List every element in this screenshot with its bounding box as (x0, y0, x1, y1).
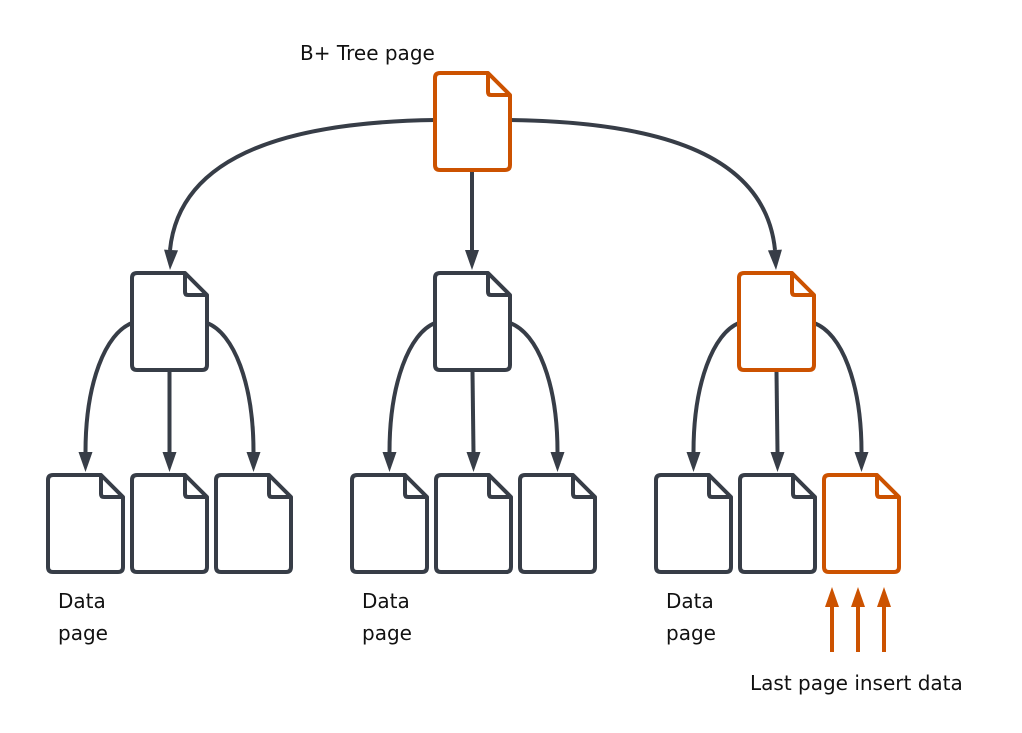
edge-mid-left-leaf-1 (83, 321, 133, 453)
edge-mid-right-leaf-7 (691, 321, 740, 453)
data-page-label-center: Data page (362, 589, 412, 645)
page-fold-icon (183, 273, 207, 297)
edge-root-mid-left (168, 118, 436, 251)
arrow-head-icon (78, 452, 93, 472)
insert-arrow-up-icon (825, 587, 839, 607)
data-page-label-line2: page (666, 621, 716, 645)
bplus-tree-page-root (433, 71, 512, 172)
pages (46, 71, 901, 574)
page-icon (350, 473, 429, 574)
arrow-head-icon (854, 452, 869, 472)
data-page-label-left: Data page (58, 589, 108, 645)
arrow-head-icon (246, 452, 261, 472)
index-page-mid-center (433, 271, 512, 372)
page-icon (738, 473, 817, 574)
data-page-label-right: Data page (666, 589, 716, 645)
page-fold-icon (571, 475, 595, 499)
page-icon (433, 71, 512, 172)
page-icon (434, 473, 513, 574)
page-fold-icon (486, 73, 510, 97)
data-page-leaf-5 (434, 473, 513, 574)
edge-root-mid-right (509, 118, 777, 251)
page-icon (214, 473, 293, 574)
data-page-label-line1: Data (58, 589, 106, 613)
data-page-leaf-9 (822, 473, 901, 574)
page-fold-icon (875, 475, 899, 499)
arrow-head-icon (767, 249, 782, 270)
data-page-leaf-3 (214, 473, 293, 574)
index-page-mid-left (130, 271, 209, 372)
page-fold-icon (486, 273, 510, 297)
insert-arrows (825, 587, 891, 652)
data-page-label-line2: page (58, 621, 108, 645)
page-fold-icon (707, 475, 731, 499)
page-icon (654, 473, 733, 574)
insert-label: Last page insert data (750, 671, 963, 695)
page-icon (433, 271, 512, 372)
page-fold-icon (790, 273, 814, 297)
page-fold-icon (487, 475, 511, 499)
page-icon (518, 473, 597, 574)
edge-mid-center-leaf-4 (387, 321, 436, 453)
page-icon (737, 271, 816, 372)
data-page-leaf-6 (518, 473, 597, 574)
arrow-head-icon (465, 250, 479, 270)
arrow-head-icon (162, 452, 177, 472)
page-icon (130, 473, 209, 574)
edge-mid-center-leaf-6 (509, 321, 560, 453)
edge-mid-center-leaf-5 (470, 371, 476, 453)
page-fold-icon (403, 475, 427, 499)
insert-arrow-up-icon (877, 587, 891, 607)
data-page-leaf-7 (654, 473, 733, 574)
page-fold-icon (99, 475, 123, 499)
page-fold-icon (267, 475, 291, 499)
data-page-label-line2: page (362, 621, 412, 645)
arrow-head-icon (686, 452, 701, 472)
edge-mid-right-leaf-9 (813, 321, 864, 453)
page-icon (822, 473, 901, 574)
arrow-head-icon (382, 452, 397, 472)
data-page-leaf-2 (130, 473, 209, 574)
page-icon (130, 271, 209, 372)
index-page-mid-right (737, 271, 816, 372)
arrow-head-icon (164, 249, 179, 270)
edges (78, 118, 869, 472)
page-fold-icon (183, 475, 207, 499)
arrow-head-icon (770, 452, 785, 472)
page-icon (46, 473, 125, 574)
data-page-label-line1: Data (666, 589, 714, 613)
data-page-leaf-1 (46, 473, 125, 574)
arrow-head-icon (550, 452, 565, 472)
insert-arrow-up-icon (851, 587, 865, 607)
data-page-leaf-8 (738, 473, 817, 574)
data-page-leaf-4 (350, 473, 429, 574)
edge-mid-left-leaf-3 (206, 321, 256, 453)
edge-mid-right-leaf-8 (774, 371, 780, 453)
root-label: B+ Tree page (300, 41, 435, 65)
data-page-label-line1: Data (362, 589, 410, 613)
arrow-head-icon (466, 452, 481, 472)
page-fold-icon (791, 475, 815, 499)
